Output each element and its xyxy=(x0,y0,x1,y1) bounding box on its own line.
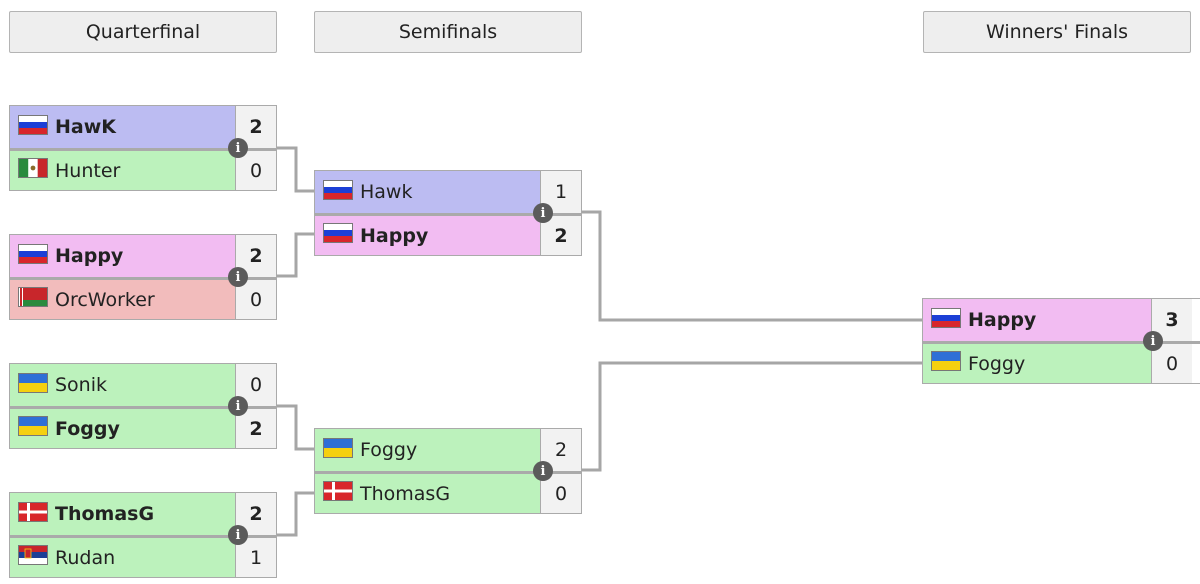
ukraine-flag-icon xyxy=(18,416,55,441)
info-icon[interactable]: i xyxy=(228,525,248,545)
player-score: 0 xyxy=(1151,344,1192,383)
player-slot[interactable]: ThomasG 2 xyxy=(10,493,276,538)
info-icon[interactable]: i xyxy=(533,461,553,481)
player-score: 2 xyxy=(235,409,276,448)
player-name-cell: Foggy xyxy=(923,344,1151,383)
player-slot[interactable]: Foggy 2 xyxy=(10,409,276,448)
player-slot[interactable]: Hunter 0 xyxy=(10,151,276,190)
player-name-cell: ThomasG xyxy=(10,493,235,535)
russia-flag-icon xyxy=(18,243,55,269)
player-score: 1 xyxy=(235,538,276,577)
player-name: OrcWorker xyxy=(55,288,155,311)
player-name: Happy xyxy=(360,224,429,247)
player-name: Foggy xyxy=(360,439,418,461)
player-name: Rudan xyxy=(55,546,116,569)
russia-flag-icon xyxy=(323,223,360,248)
ukraine-flag-icon xyxy=(18,372,55,398)
player-name-cell: ThomasG xyxy=(315,474,540,513)
russia-flag-icon xyxy=(323,179,360,205)
player-slot[interactable]: Foggy 2 xyxy=(315,429,581,474)
info-icon[interactable]: i xyxy=(228,396,248,416)
player-slot[interactable]: OrcWorker 0 xyxy=(10,280,276,319)
info-icon[interactable]: i xyxy=(1143,331,1163,351)
info-icon[interactable]: i xyxy=(228,267,248,287)
player-slot[interactable]: ThomasG 0 xyxy=(315,474,581,513)
player-name-cell: Foggy xyxy=(10,409,235,448)
belarus-flag-icon xyxy=(18,287,55,312)
player-name: ThomasG xyxy=(55,503,155,525)
player-name-cell: Rudan xyxy=(10,538,235,577)
semifinal-match-2: Foggy 2 ThomasG 0 i xyxy=(314,428,582,514)
player-name-cell: Hunter xyxy=(10,151,235,190)
player-name: Foggy xyxy=(968,352,1026,375)
winners-final-match: Happy 3 Foggy 0 i xyxy=(922,298,1200,384)
player-name: Hunter xyxy=(55,159,121,182)
quarterfinal-match-2: Happy 2 OrcWorker 0 i xyxy=(9,234,277,320)
player-score: 0 xyxy=(540,474,581,513)
player-name-cell: OrcWorker xyxy=(10,280,235,319)
player-name-cell: HawK xyxy=(10,106,235,148)
player-score: 0 xyxy=(235,280,276,319)
player-name: Happy xyxy=(55,245,124,267)
quarterfinal-match-4: ThomasG 2 Rudan 1 i xyxy=(9,492,277,578)
player-name-cell: Happy xyxy=(10,235,235,277)
player-slot[interactable]: Happy 2 xyxy=(315,216,581,255)
semifinal-match-1: Hawk 1 Happy 2 i xyxy=(314,170,582,256)
player-slot[interactable]: Hawk 1 xyxy=(315,171,581,216)
player-name: HawK xyxy=(55,116,116,138)
player-name: Foggy xyxy=(55,417,120,440)
serbia-flag-icon xyxy=(18,545,55,570)
player-score: 2 xyxy=(540,216,581,255)
player-name-cell: Happy xyxy=(315,216,540,255)
player-name: Sonik xyxy=(55,374,108,396)
russia-flag-icon xyxy=(18,114,55,140)
round-header-quarterfinal: Quarterfinal xyxy=(9,11,277,53)
player-slot[interactable]: Happy 2 xyxy=(10,235,276,280)
info-icon[interactable]: i xyxy=(533,203,553,223)
round-header-winners-finals: Winners' Finals xyxy=(923,11,1191,53)
player-name-cell: Happy xyxy=(923,299,1151,341)
mexico-flag-icon xyxy=(18,158,55,183)
player-slot[interactable]: Rudan 1 xyxy=(10,538,276,577)
denmark-flag-icon xyxy=(18,501,55,527)
player-name-cell: Sonik xyxy=(10,364,235,406)
player-score: 0 xyxy=(235,151,276,190)
player-name: Happy xyxy=(968,309,1037,331)
player-slot[interactable]: Happy 3 xyxy=(923,299,1200,344)
ukraine-flag-icon xyxy=(931,351,968,376)
info-icon[interactable]: i xyxy=(228,138,248,158)
player-slot[interactable]: Foggy 0 xyxy=(923,344,1200,383)
player-name-cell: Hawk xyxy=(315,171,540,213)
quarterfinal-match-1: HawK 2 Hunter 0 i xyxy=(9,105,277,191)
player-name-cell: Foggy xyxy=(315,429,540,471)
ukraine-flag-icon xyxy=(323,437,360,463)
russia-flag-icon xyxy=(931,307,968,333)
player-name: ThomasG xyxy=(360,482,451,505)
denmark-flag-icon xyxy=(323,481,360,506)
round-header-semifinals: Semifinals xyxy=(314,11,582,53)
player-name: Hawk xyxy=(360,181,413,203)
quarterfinal-match-3: Sonik 0 Foggy 2 i xyxy=(9,363,277,449)
